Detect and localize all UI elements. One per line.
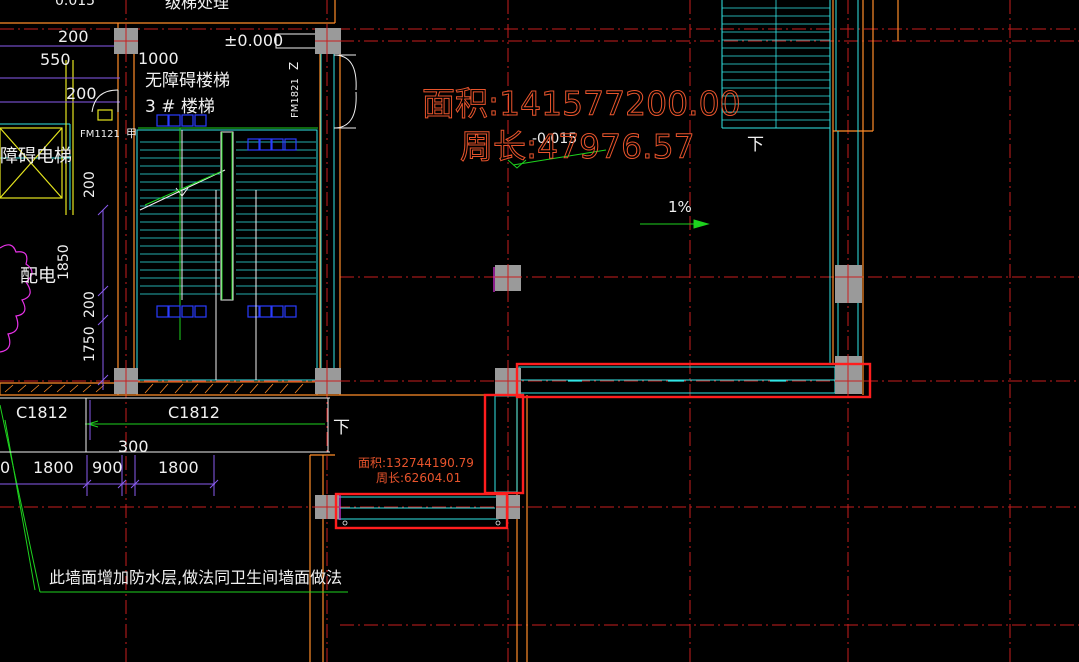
- magenta-revision-cloud: [0, 244, 495, 520]
- stair-treads-top-right: [722, 0, 830, 128]
- label-note-waterproof: 此墙面增加防水层,做法同卫生间墙面做法: [49, 568, 342, 587]
- area-readouts: 面积:141577200.00 周长:47976.57: [422, 84, 742, 167]
- column: [114, 28, 138, 54]
- label-stair-name-1: 无障碍楼梯: [145, 71, 230, 91]
- label-dim-1750: 1750: [82, 326, 98, 362]
- yellow-frames: [0, 60, 113, 215]
- label-dim-1800-b: 1800: [158, 458, 199, 477]
- big-perimeter-value: 周长:47976.57: [460, 127, 695, 166]
- label-dim-900: 900: [92, 458, 123, 477]
- selected-regions[interactable]: [334, 362, 872, 530]
- green-lines: [0, 127, 710, 593]
- label-top-left-partial: 0.015: [55, 0, 95, 9]
- label-room-peidian: 配电: [20, 266, 56, 287]
- label-dim-200-side: 200: [82, 171, 98, 198]
- label-top-stair-note: 级梯处理: [165, 0, 229, 12]
- column: [835, 356, 862, 394]
- beam-end-markers: [342, 520, 501, 526]
- big-area-value: 面积:141577200.00: [422, 84, 741, 123]
- column: [315, 28, 341, 54]
- structural-columns: [114, 28, 862, 519]
- label-stair-name-2: 3 # 楼梯: [145, 97, 215, 117]
- label-door-fm1821: FM1821: [290, 78, 301, 118]
- column: [835, 265, 862, 303]
- label-dim-550: 550: [40, 50, 71, 69]
- label-dim-200-mid: 200: [66, 84, 97, 103]
- label-door-jia: 甲: [126, 127, 137, 140]
- hatch-marks: [4, 383, 304, 394]
- label-dim-200-top: 200: [58, 27, 89, 46]
- label-window-c1812-a: C1812: [16, 403, 68, 422]
- label-dim-0-partial: 0: [0, 458, 10, 477]
- label-dim-1800-a: 1800: [33, 458, 74, 477]
- label-level-minus: -0.015: [532, 131, 577, 147]
- selected-beam-horizontal[interactable]: [515, 362, 872, 399]
- label-dim-1850: 1850: [56, 244, 72, 280]
- label-down-2: 下: [747, 135, 764, 155]
- column: [114, 368, 138, 394]
- label-dim-1000: 1000: [138, 49, 179, 68]
- blue-blocks: [156, 114, 297, 318]
- column: [495, 265, 521, 291]
- label-z-mark: Z: [287, 62, 301, 70]
- label-level-0000: ±0.000: [224, 31, 283, 50]
- small-area-value: 面积:132744190.79: [358, 456, 474, 470]
- label-window-c1812-b: C1812: [168, 403, 220, 422]
- text-labels: 0.015 级梯处理 200 550 200 1000 ±0.000 无障碍楼梯…: [0, 0, 764, 587]
- dimension-lines: [0, 45, 219, 496]
- small-perimeter-value: 周长:62604.01: [376, 471, 461, 485]
- column: [315, 368, 341, 394]
- stair-treads-main: [140, 141, 316, 295]
- label-elevator: 障碍电梯: [0, 146, 72, 167]
- small-area-readouts: 面积:132744190.79 周长:62604.01: [358, 456, 474, 485]
- white-lines: [0, 33, 357, 453]
- stair-handrail: [139, 130, 234, 301]
- label-down-1: 下: [333, 418, 350, 438]
- label-dim-300: 300: [118, 437, 149, 456]
- selected-beam-lower[interactable]: [334, 492, 509, 530]
- label-dim-200-lower: 200: [82, 291, 98, 318]
- label-door-fm1121: FM1121: [80, 129, 120, 140]
- label-slope: 1%: [668, 198, 692, 216]
